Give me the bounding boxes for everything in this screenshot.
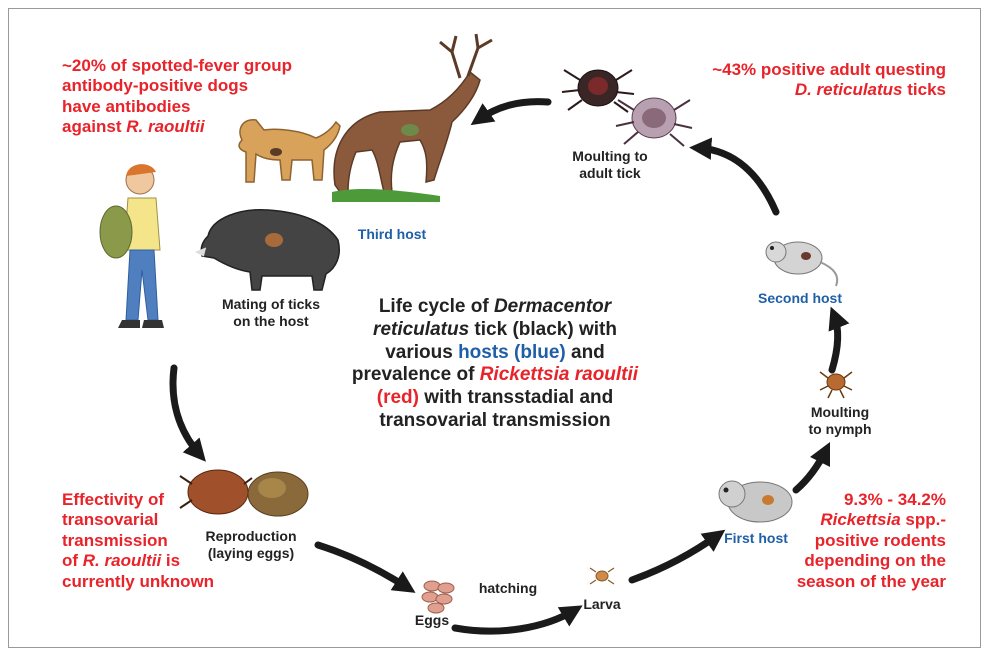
label-second-host: Second host (742, 290, 858, 307)
label-larva: Larva (572, 596, 632, 613)
arrow-hiker-to-reproduction (173, 368, 200, 455)
arrow-first-host-to-nymph (796, 450, 826, 490)
annotation-dogs: ~20% of spotted-fever group antibody-pos… (62, 56, 342, 138)
eggs-icon (422, 581, 454, 613)
arrow-adult-to-deer (478, 102, 548, 120)
diagram-title: Life cycle of Dermacentor reticulatus ti… (330, 296, 660, 433)
annotation-transovarial: Effectivity of transovarial transmission… (62, 490, 262, 592)
annotation-rodents: 9.3% - 34.2% Rickettsia spp.- positive r… (760, 490, 946, 592)
arrow-nymph-to-second-host (832, 315, 838, 370)
larva-icon (590, 568, 614, 584)
label-moulting-to-nymph: Moulting to nymph (790, 404, 890, 438)
arrow-second-host-to-adult (698, 148, 776, 212)
label-hatching: hatching (468, 580, 548, 597)
arrow-eggs-to-larva (455, 610, 575, 631)
arrow-reproduction-to-eggs (318, 545, 408, 588)
boar-icon (196, 210, 339, 290)
second-host-rodent-icon (766, 242, 837, 286)
nymph-icon (820, 372, 852, 398)
label-eggs: Eggs (402, 612, 462, 629)
annotation-adult-ticks: ~43% positive adult questing D. reticula… (640, 60, 946, 101)
arrow-larva-to-first-host (632, 535, 718, 580)
label-third-host: Third host (344, 226, 440, 243)
deer-icon (332, 34, 492, 202)
label-mating: Mating of ticks on the host (196, 296, 346, 330)
hiker-icon (100, 164, 164, 328)
label-moulting-to-adult: Moulting to adult tick (540, 148, 680, 182)
